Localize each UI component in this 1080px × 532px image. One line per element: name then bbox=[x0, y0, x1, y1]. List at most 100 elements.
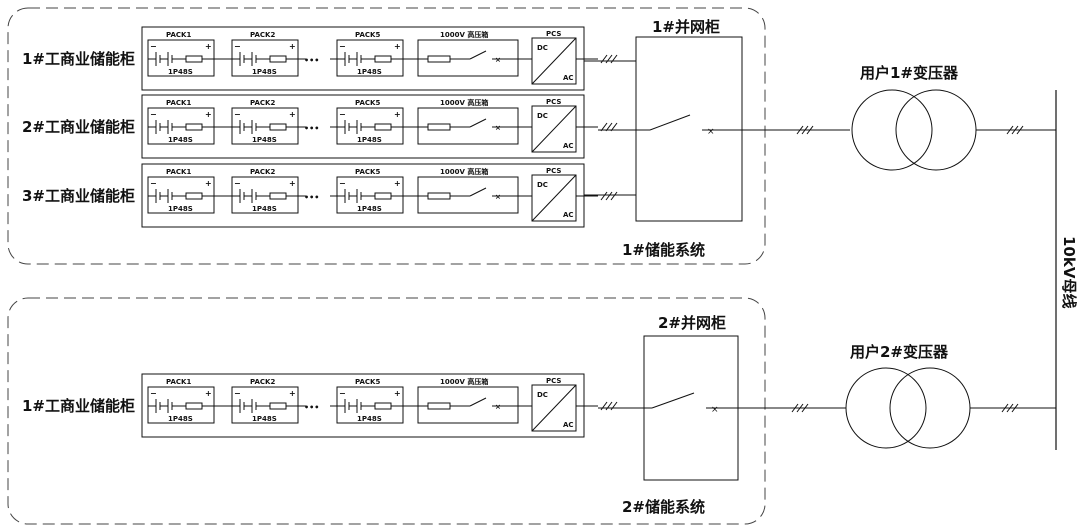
cabinet-label: 1#工商业储能柜 bbox=[22, 50, 135, 68]
three-phase-hatch bbox=[1001, 403, 1019, 413]
battery-pack: PACK5−+1P48S bbox=[336, 99, 404, 145]
pack-label: PACK1 bbox=[166, 31, 191, 39]
hv-fuse-icon bbox=[427, 55, 451, 63]
ac-label: AC bbox=[563, 421, 574, 429]
pack-config: 1P48S bbox=[168, 205, 193, 213]
hv-box: 1000V 高压箱 × bbox=[417, 377, 519, 424]
storage-cabinet: 1#工商业储能柜PACK1−+1P48SPACK2−+1P48SPACK5−+1… bbox=[22, 373, 598, 438]
grid-cabinet-1-switch-mark: × bbox=[707, 127, 715, 137]
cabinet-label: 3#工商业储能柜 bbox=[22, 187, 135, 205]
pack-box bbox=[336, 176, 404, 214]
transformer-2-secondary-coil bbox=[889, 367, 971, 449]
plus-sign: + bbox=[394, 179, 401, 188]
hv-box-label: 1000V 高压箱 bbox=[440, 377, 488, 386]
pack-box bbox=[231, 176, 299, 214]
fuse-icon bbox=[374, 402, 392, 410]
battery-pack: PACK2−+1P48S bbox=[231, 99, 299, 145]
pack-label: PACK5 bbox=[355, 99, 380, 107]
pack-config: 1P48S bbox=[357, 68, 382, 76]
minus-sign: − bbox=[150, 110, 157, 119]
ellipsis: ••• bbox=[304, 403, 319, 412]
dc-label: DC bbox=[537, 112, 548, 120]
pack-config: 1P48S bbox=[252, 205, 277, 213]
pack-box bbox=[147, 386, 215, 424]
pack-config: 1P48S bbox=[252, 415, 277, 423]
system-1-label: 1#储能系统 bbox=[622, 241, 705, 259]
pcs-label: PCS bbox=[546, 167, 561, 175]
plus-sign: + bbox=[205, 110, 212, 119]
system-2-label: 2#储能系统 bbox=[622, 498, 705, 516]
three-phase-hatch bbox=[796, 125, 814, 135]
grid-cabinet-1-box bbox=[635, 36, 743, 222]
three-phase-hatch bbox=[1006, 125, 1024, 135]
hv-fuse-icon bbox=[427, 123, 451, 131]
plus-sign: + bbox=[205, 389, 212, 398]
fuse-icon bbox=[269, 402, 287, 410]
plus-sign: + bbox=[394, 389, 401, 398]
minus-sign: − bbox=[234, 110, 241, 119]
ellipsis: ••• bbox=[304, 124, 319, 133]
fuse-icon bbox=[185, 123, 203, 131]
ac-label: AC bbox=[563, 74, 574, 82]
storage-cabinet: 2#工商业储能柜PACK1−+1P48SPACK2−+1P48SPACK5−+1… bbox=[22, 94, 598, 159]
three-phase-hatch bbox=[600, 191, 618, 201]
hv-switch-mark: × bbox=[495, 403, 501, 411]
minus-sign: − bbox=[339, 389, 346, 398]
ac-label: AC bbox=[563, 211, 574, 219]
hv-box-label: 1000V 高压箱 bbox=[440, 98, 488, 107]
pack-label: PACK1 bbox=[166, 99, 191, 107]
ellipsis: ••• bbox=[304, 193, 319, 202]
grid-cabinet-2-switch-mark: × bbox=[711, 405, 719, 415]
battery-pack: PACK5 − +1P48S bbox=[336, 168, 404, 214]
plus-sign: + bbox=[289, 179, 296, 188]
minus-sign: − bbox=[234, 389, 241, 398]
pack-label: PACK1 bbox=[166, 378, 191, 386]
fuse-icon bbox=[185, 55, 203, 63]
pack-config: 1P48S bbox=[357, 136, 382, 144]
plus-sign: + bbox=[289, 42, 296, 51]
hv-switch-mark: × bbox=[495, 193, 501, 201]
fuse-icon bbox=[185, 402, 203, 410]
pack-config: 1P48S bbox=[357, 205, 382, 213]
pack-label: PACK2 bbox=[250, 99, 275, 107]
storage-cabinet: 1#工商业储能柜PACK1−+1P48SPACK2−+1P48SPACK5−+1… bbox=[22, 26, 598, 91]
hv-box: 1000V 高压箱× bbox=[417, 167, 519, 214]
pack-label: PACK5 bbox=[355, 378, 380, 386]
minus-sign: − bbox=[150, 179, 157, 188]
pack-label: PACK5 bbox=[355, 31, 380, 39]
battery-pack: PACK1−+1P48S bbox=[147, 168, 215, 214]
pack-box bbox=[231, 107, 299, 145]
three-phase-hatch bbox=[600, 122, 618, 132]
pack-box bbox=[336, 39, 404, 77]
minus-sign: − bbox=[234, 179, 241, 188]
pcs-label: PCS bbox=[546, 30, 561, 38]
transformer-2-primary-coil bbox=[845, 367, 927, 449]
plus-sign: + bbox=[205, 179, 212, 188]
transformer-1-secondary-coil bbox=[895, 89, 977, 171]
plus-sign: + bbox=[205, 42, 212, 51]
hv-fuse-icon bbox=[427, 192, 451, 200]
pack-box bbox=[147, 39, 215, 77]
dc-label: DC bbox=[537, 391, 548, 399]
minus-sign: − bbox=[234, 42, 241, 51]
battery-pack: PACK2−+1P48S bbox=[231, 31, 299, 77]
pack-label: PACK5 bbox=[355, 168, 380, 176]
cabinet-label: 2#工商业储能柜 bbox=[22, 118, 135, 136]
storage-cabinet: 3#工商业储能柜PACK1−+1P48SPACK2−+1P48SPACK5−+1… bbox=[22, 163, 598, 228]
minus-sign: − bbox=[339, 42, 346, 51]
pack-config: 1P48S bbox=[252, 68, 277, 76]
three-phase-hatch bbox=[791, 403, 809, 413]
minus-sign: − bbox=[150, 389, 157, 398]
pcs-label: PCS bbox=[546, 377, 561, 385]
fuse-icon bbox=[269, 123, 287, 131]
plus-sign: + bbox=[394, 110, 401, 119]
three-phase-ticks bbox=[600, 54, 1024, 413]
ac-label: AC bbox=[563, 142, 574, 150]
hv-box: 1000V 高压箱× bbox=[417, 30, 519, 77]
plus-sign: + bbox=[394, 42, 401, 51]
minus-sign: − bbox=[339, 179, 346, 188]
plus-sign: + bbox=[289, 110, 296, 119]
bus-label: 10kV母线 bbox=[1060, 236, 1078, 308]
